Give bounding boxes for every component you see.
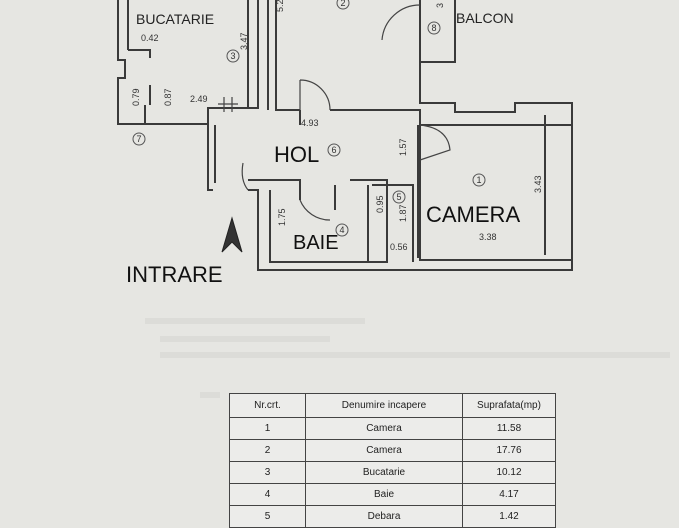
table-row: 4 Baie 4.17 (229, 483, 556, 506)
dim-249: 2.49 (190, 94, 208, 104)
cell-nr: 2 (229, 439, 306, 462)
dim-175: 1.75 (277, 208, 287, 226)
dim-157: 1.57 (398, 138, 408, 156)
door-bath (299, 199, 331, 221)
dim-343: 3.43 (533, 175, 543, 193)
dim-347: 3.47 (239, 32, 249, 50)
bleed-through-text (145, 318, 670, 398)
room-number-5: 5 (396, 192, 401, 202)
table-row: 2 Camera 17.76 (229, 439, 556, 462)
table-header-row: Nr.crt. Denumire incapere Suprafata(mp) (229, 393, 556, 418)
label-balcon: BALCON (456, 10, 514, 26)
dim-52: 5.2 (275, 0, 285, 12)
door-camera (419, 124, 451, 161)
cell-nr: 5 (229, 505, 306, 528)
header-nr: Nr.crt. (229, 393, 306, 418)
cell-nr: 1 (229, 417, 306, 440)
door-entrance (241, 162, 249, 191)
cell-area: 1.42 (462, 505, 556, 528)
cell-name: Camera (305, 417, 463, 440)
dim-095: 0.95 (375, 195, 385, 213)
label-hol: HOL (274, 142, 319, 167)
cell-area: 17.76 (462, 439, 556, 462)
dimension-labels: 0.42 3.47 5.2 3 0.79 0.87 2.49 4.93 1.57… (131, 0, 543, 252)
dim-087: 0.87 (163, 88, 173, 106)
dim-493: 4.93 (301, 118, 319, 128)
room-number-3: 3 (230, 51, 235, 61)
north-arrow-icon (221, 216, 243, 253)
header-denumire: Denumire incapere (305, 393, 463, 418)
dim-338: 3.38 (479, 232, 497, 242)
label-intrare: INTRARE (126, 262, 223, 287)
cell-name: Debara (305, 505, 463, 528)
door-kitchen (218, 97, 238, 112)
label-bucatarie: BUCATARIE (136, 11, 214, 27)
cell-area: 11.58 (462, 417, 556, 440)
cell-area: 10.12 (462, 461, 556, 484)
cell-nr: 3 (229, 461, 306, 484)
room-number-6: 6 (331, 145, 336, 155)
room-number-8: 8 (431, 23, 436, 33)
rooms-table: Nr.crt. Denumire incapere Suprafata(mp) … (229, 393, 556, 528)
table-row: 1 Camera 11.58 (229, 417, 556, 440)
cell-area: 4.17 (462, 483, 556, 506)
table-row: 5 Debara 1.42 (229, 505, 556, 528)
door-balcony (381, 4, 421, 41)
door-room-2 (299, 79, 331, 111)
dim-079: 0.79 (131, 88, 141, 106)
room-number-markers: 2 8 3 7 6 1 5 4 (132, 0, 486, 237)
dim-3: 3 (435, 3, 445, 8)
cell-name: Bucatarie (305, 461, 463, 484)
dim-056: 0.56 (390, 242, 408, 252)
dim-042: 0.42 (141, 33, 159, 43)
dim-187: 1.87 (398, 204, 408, 222)
label-baie: BAIE (293, 232, 339, 254)
cell-name: Camera (305, 439, 463, 462)
header-suprafata: Suprafata(mp) (462, 393, 556, 418)
room-number-4: 4 (339, 225, 344, 235)
room-number-7: 7 (136, 134, 141, 144)
cell-name: Baie (305, 483, 463, 506)
cell-nr: 4 (229, 483, 306, 506)
walls (117, 0, 573, 271)
label-camera: CAMERA (426, 202, 520, 227)
table-row: 3 Bucatarie 10.12 (229, 461, 556, 484)
room-labels: BUCATARIE BALCON HOL CAMERA BAIE INTRARE (126, 10, 520, 287)
doors (218, 4, 451, 221)
room-number-2: 2 (340, 0, 345, 8)
room-number-1: 1 (476, 175, 481, 185)
